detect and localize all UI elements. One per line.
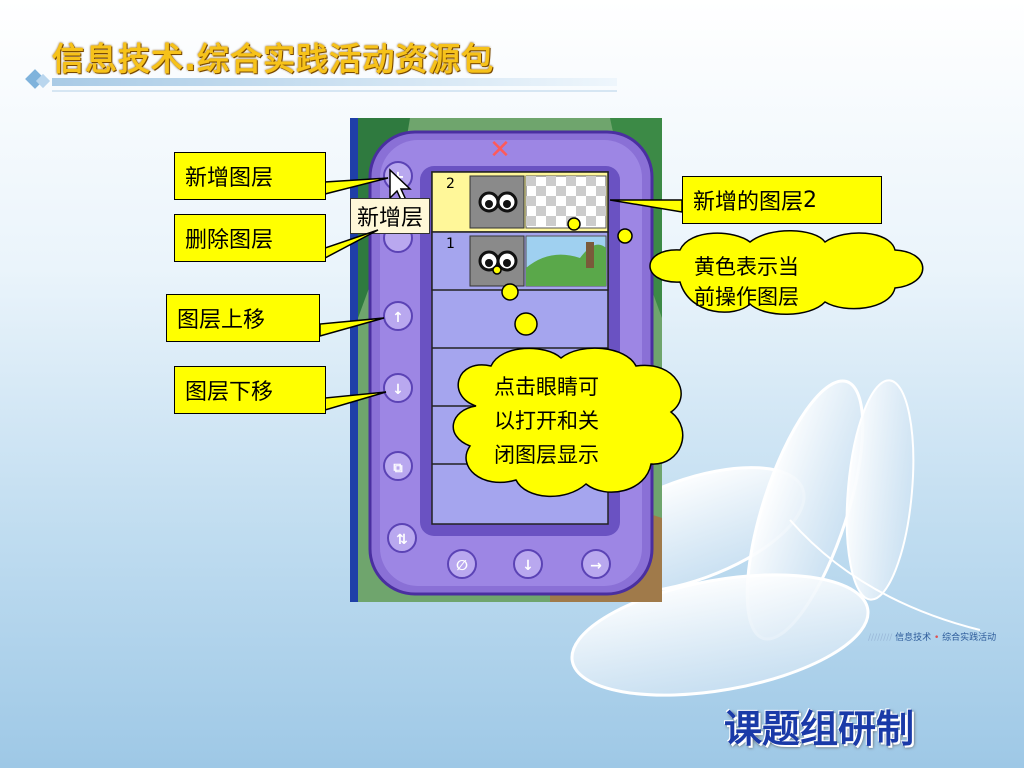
- title-underline: [52, 78, 617, 86]
- callout-new-layer-2-number: 2: [803, 187, 818, 213]
- cloud-eye-toggle: [452, 347, 684, 497]
- layer-number: 2: [446, 176, 455, 192]
- cloud-yellow-text-line2: 前操作图层: [694, 285, 799, 309]
- cloud-eye-text-line1: 点击眼睛可: [494, 375, 599, 399]
- layer-row-2[interactable]: 2: [432, 172, 608, 232]
- callout-add-layer: 新增图层: [174, 152, 326, 200]
- footer-credit: 课题组研制: [724, 707, 915, 751]
- slide-title: 信息技术.综合实践活动资源包: [52, 40, 495, 78]
- callout-new-layer-2-text: 新增的图层: [693, 190, 804, 215]
- footer-subtitle-sep: •: [931, 633, 943, 643]
- layer-row-1[interactable]: 1: [432, 232, 608, 290]
- svg-text:↓: ↓: [522, 558, 534, 574]
- tooltip-add-layer: 新增层: [350, 198, 431, 234]
- cloud-eye-text-line2: 以打开和关: [494, 409, 599, 433]
- footer-subtitle: //////// 信息技术 • 综合实践活动: [868, 630, 996, 643]
- svg-text:→: →: [590, 558, 602, 574]
- footer-subtitle-a: 信息技术: [895, 633, 932, 643]
- title-underline-thin: [52, 90, 617, 92]
- cloud-yellow-layer: [649, 230, 924, 315]
- svg-text:⇅: ⇅: [396, 532, 408, 548]
- callout-delete-layer: 删除图层: [174, 214, 326, 262]
- svg-text:∅: ∅: [456, 558, 468, 574]
- svg-text:↓: ↓: [392, 382, 404, 398]
- layer-number: 1: [446, 236, 455, 252]
- svg-text:⧉: ⧉: [393, 461, 403, 476]
- svg-text:✕: ✕: [489, 135, 511, 165]
- footer-stripes: ////////: [868, 633, 896, 643]
- callout-move-up: 图层上移: [166, 294, 320, 342]
- footer-subtitle-b: 综合实践活动: [942, 633, 997, 643]
- cloud-yellow-text-line1: 黄色表示当: [694, 255, 799, 279]
- svg-text:↑: ↑: [392, 310, 404, 326]
- callout-move-down: 图层下移: [174, 366, 326, 414]
- cloud-eye-text-line3: 闭图层显示: [494, 443, 599, 467]
